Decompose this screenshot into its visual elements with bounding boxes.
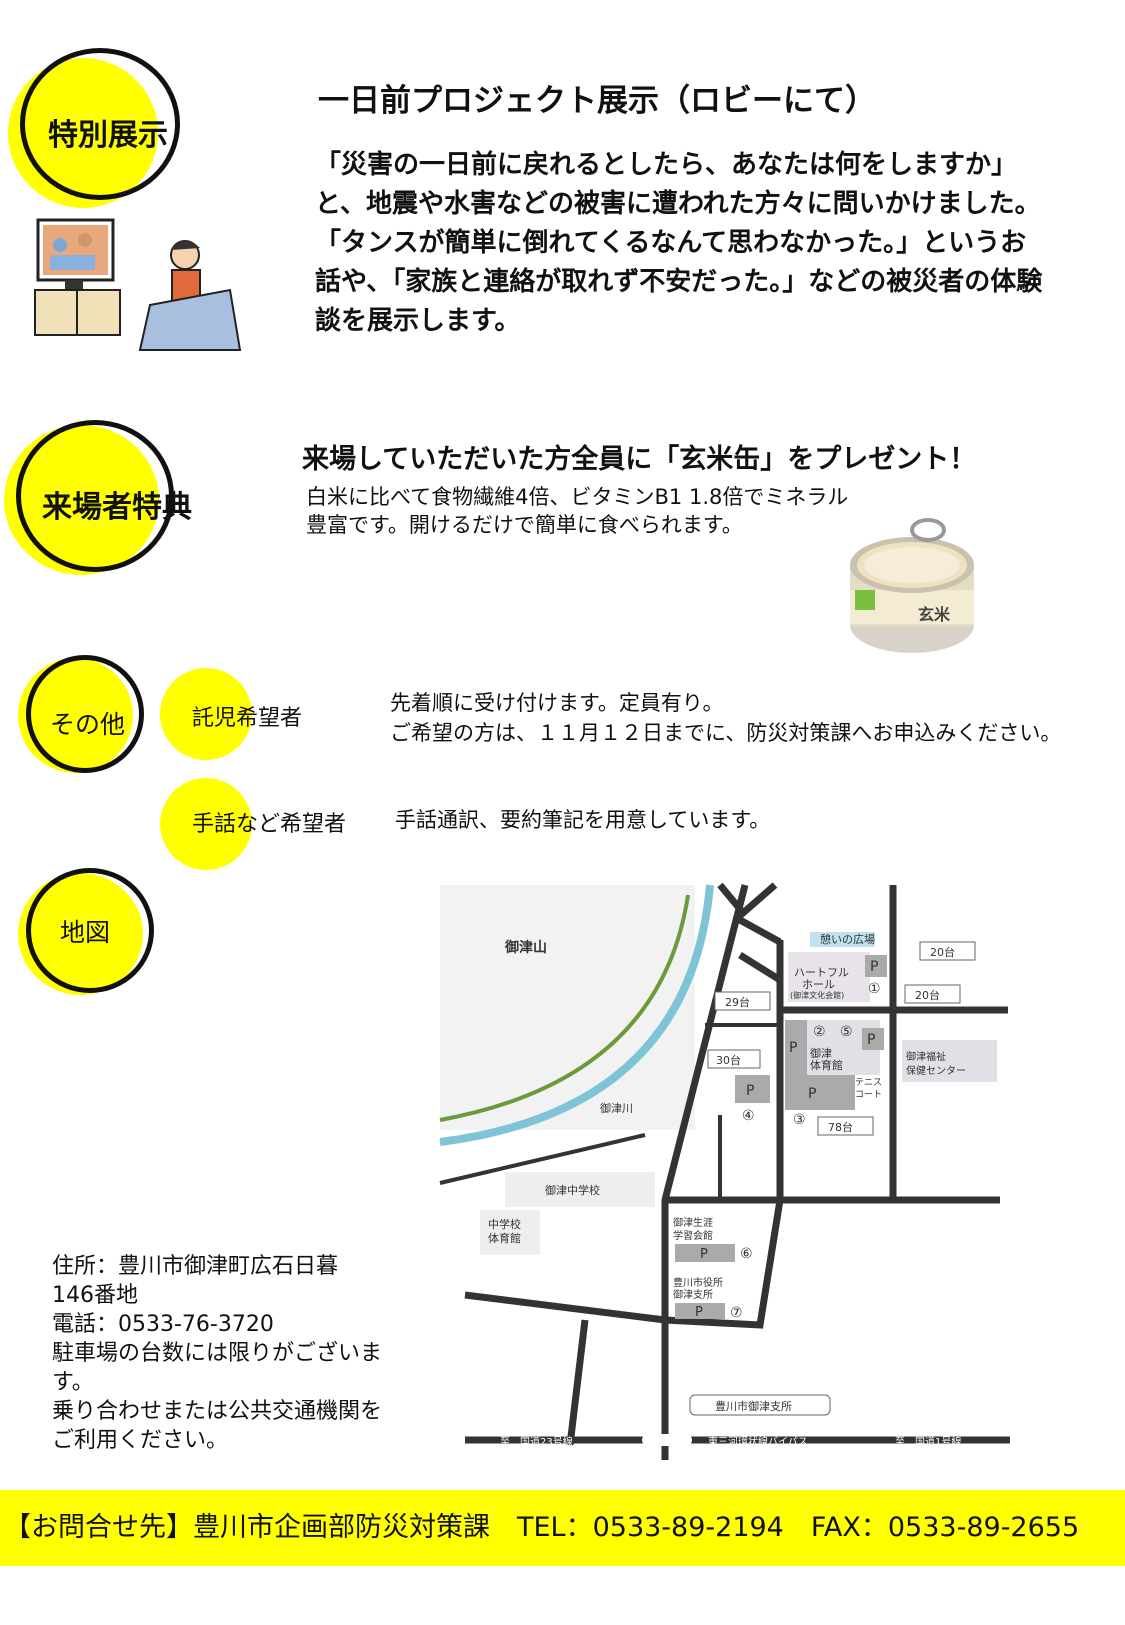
route-label: 東三河環状線バイパス	[708, 1435, 808, 1448]
parking-marker: P	[808, 1086, 816, 1102]
contact-footer: 【お問合せ先】豊川市企画部防災対策課 TEL：0533-89-2194 FAX：…	[0, 1490, 1125, 1566]
brown-rice-can-image: 玄米	[850, 518, 974, 653]
parking-number: ⑦	[730, 1305, 743, 1321]
map-label-office: 御津支所	[673, 1288, 713, 1301]
parking-number: ⑥	[740, 1246, 753, 1262]
childcare-line: ご希望の方は、１１月１２日までに、防災対策課へお申込みください。	[390, 721, 1062, 745]
parking-marker: P	[789, 1040, 797, 1056]
map-label-office: 豊川市役所	[673, 1276, 723, 1289]
map-label-welfare: 御津福祉	[906, 1050, 946, 1063]
visitor-body: 白米に比べて食物繊維4倍、ビタミンB1 1.8倍でミネラル 豊富です。開けるだけ…	[306, 483, 848, 539]
sign-language-label: 手話など希望者	[192, 812, 347, 837]
map-label-office-callout: 豊川市御津支所	[715, 1399, 792, 1413]
access-map: 御津山 御津川 憩いの広場 ハートフル ホール (御津文化会館) P ① 20台…	[439, 882, 1010, 1460]
map-label-hall: ハートフル	[794, 966, 849, 979]
map-label-hall: ホール	[802, 978, 835, 991]
address-line: 住所：豊川市御津町広石日暮	[52, 1254, 339, 1279]
transport-note: 乗り合わせまたは公共交通機関をご利用ください。	[52, 1399, 383, 1453]
childcare-text: 先着順に受け付けます。定員有り。 ご希望の方は、１１月１２日までに、防災対策課へ…	[390, 688, 1061, 748]
badge-label: 地図	[60, 918, 111, 947]
special-title: 一日前プロジェクト展示（ロビーにて）	[318, 83, 876, 119]
tv-watching-illustration	[34, 218, 242, 351]
map-label-gym: 御津	[810, 1046, 832, 1060]
special-body: 「災害の一日前に戻れるとしたら、あなたは何をしますか」と、地震や水害などの被害に…	[315, 150, 1043, 336]
parking-number: ⑤	[840, 1024, 853, 1040]
address-block: 住所：豊川市御津町広石日暮 146番地 電話：0533-76-3720 駐車場の…	[52, 1252, 392, 1455]
option-circle	[160, 778, 252, 870]
childcare-label: 託児希望者	[192, 706, 303, 731]
parking-marker: P	[870, 959, 878, 975]
parking-number: ①	[868, 981, 881, 997]
badge-other: その他	[18, 655, 148, 775]
parking-capacity: 20台	[930, 945, 955, 959]
map-label-school-gym: 体育館	[488, 1231, 521, 1245]
map-label-learning: 御津生涯	[673, 1216, 713, 1229]
sign-language-line: 手話通訳、要約筆記を用意しています。	[395, 808, 771, 832]
badge-label: 特別展示	[48, 118, 168, 153]
badge-map: 地図	[18, 868, 158, 998]
parking-marker: P	[695, 1305, 703, 1320]
parking-marker: P	[867, 1032, 875, 1048]
parking-number: ②	[813, 1024, 826, 1040]
visitor-body-line: 豊富です。開けるだけで簡単に食べられます。	[306, 513, 743, 537]
map-label-learning: 学習会館	[673, 1229, 713, 1242]
map-label-gym: 体育館	[810, 1058, 843, 1072]
map-label-tennis: テニス	[855, 1077, 882, 1088]
map-label-welfare: 保健センター	[906, 1064, 966, 1077]
badge-visitor: 来場者特典	[4, 420, 192, 580]
parking-capacity: 30台	[716, 1053, 741, 1067]
phone-line: 電話：0533-76-3720	[52, 1312, 274, 1337]
parking-capacity: 78台	[828, 1120, 853, 1134]
map-label-school-gym: 中学校	[488, 1217, 521, 1231]
parking-number: ③	[793, 1112, 806, 1128]
parking-note: 駐車場の台数には限りがございます。	[52, 1341, 383, 1395]
sign-language-text: 手話通訳、要約筆記を用意しています。	[395, 805, 770, 835]
visitor-body-line: 白米に比べて食物繊維4倍、ビタミンB1 1.8倍でミネラル	[306, 485, 849, 509]
childcare-line: 先着順に受け付けます。定員有り。	[390, 691, 724, 715]
parking-capacity: 20台	[915, 988, 940, 1002]
parking-marker: P	[700, 1247, 708, 1262]
map-label-hall: (御津文化会館)	[790, 990, 844, 1000]
route-label: 至 国道23号線	[500, 1435, 573, 1448]
map-label-river: 御津川	[600, 1101, 633, 1115]
map-label-mountain: 御津山	[504, 939, 547, 956]
parking-marker: P	[746, 1083, 754, 1099]
visitor-title: 来場していただいた方全員に「玄米缶」をプレゼント！	[302, 444, 977, 475]
map-label-school: 御津中学校	[545, 1183, 600, 1197]
option-circle	[160, 668, 252, 760]
badge-label: その他	[50, 710, 126, 739]
address-line: 146番地	[52, 1283, 138, 1308]
route-label: 至 国道1号線	[895, 1435, 961, 1448]
map-label-plaza: 憩いの広場	[820, 932, 875, 946]
parking-capacity: 29台	[725, 995, 750, 1009]
parking-number: ④	[742, 1108, 755, 1124]
map-label-tennis: コート	[855, 1090, 882, 1100]
badge-label: 来場者特典	[42, 490, 192, 525]
badge-special: 特別展示	[8, 48, 183, 208]
can-label: 玄米	[918, 605, 951, 624]
